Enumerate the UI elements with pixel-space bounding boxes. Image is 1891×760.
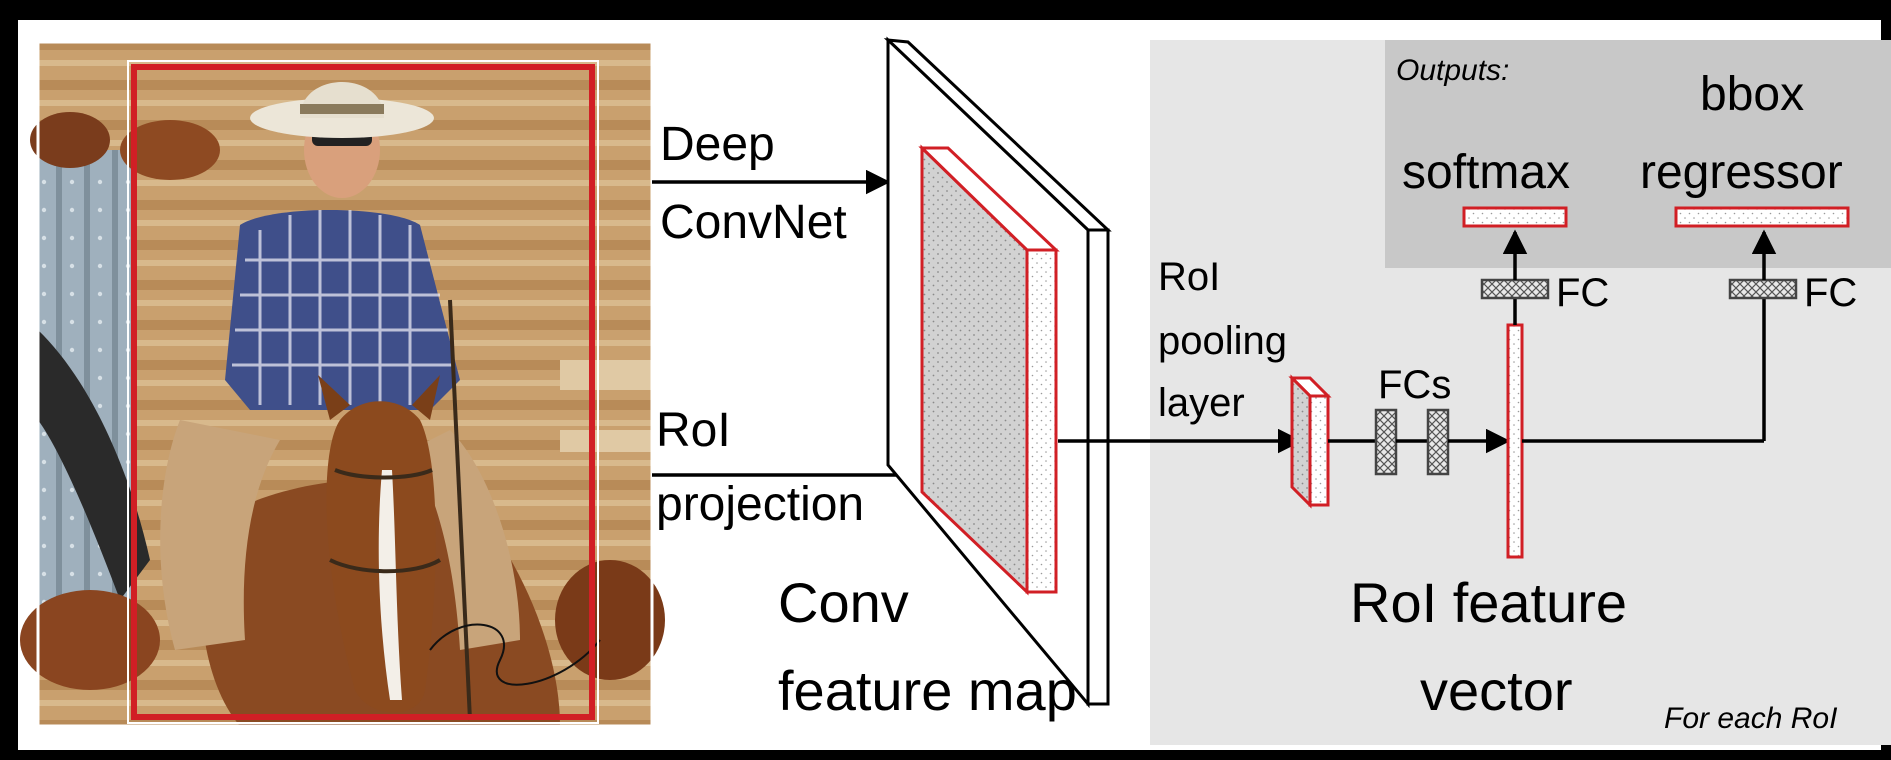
roi-feature-label-2: vector [1420, 659, 1573, 722]
fc-bbox-layer [1728, 278, 1798, 300]
fc-softmax-layer [1480, 278, 1550, 300]
roi-feature-label-1: RoI feature [1350, 571, 1627, 634]
for-each-roi-label: For each RoI [1664, 702, 1837, 735]
input-photo [20, 40, 665, 728]
fc-softmax-label: FC [1556, 271, 1609, 315]
fc-bbox-label: FC [1804, 271, 1857, 315]
roi-feature-vector [1506, 323, 1524, 559]
roi-projection-label-1: RoI [656, 404, 731, 457]
outputs-panel [1385, 40, 1891, 268]
roi-pooling-label-1: RoI [1158, 255, 1220, 299]
regressor-label: regressor [1640, 146, 1843, 199]
roi-pooling-label-2: pooling [1158, 319, 1287, 363]
conv-feature-map [883, 36, 1112, 709]
bbox-regressor-output [1674, 206, 1850, 228]
bbox-label: bbox [1700, 68, 1804, 121]
deep-label: Deep [660, 118, 775, 171]
roi-projection-label-2: projection [656, 478, 864, 531]
outputs-label: Outputs: [1396, 54, 1509, 87]
softmax-label: softmax [1402, 146, 1570, 199]
softmax-output [1462, 206, 1568, 228]
convnet-label: ConvNet [660, 196, 847, 249]
fc-layer-2 [1426, 408, 1450, 476]
roi-pooling-label-3: layer [1158, 381, 1245, 425]
conv-label: Conv [778, 571, 909, 634]
fc-layer-1 [1374, 408, 1398, 476]
feature-map-label: feature map [778, 659, 1077, 722]
fcs-label: FCs [1378, 363, 1451, 407]
roi-pooling-block [1288, 374, 1332, 509]
roi-bounding-box [131, 64, 595, 720]
